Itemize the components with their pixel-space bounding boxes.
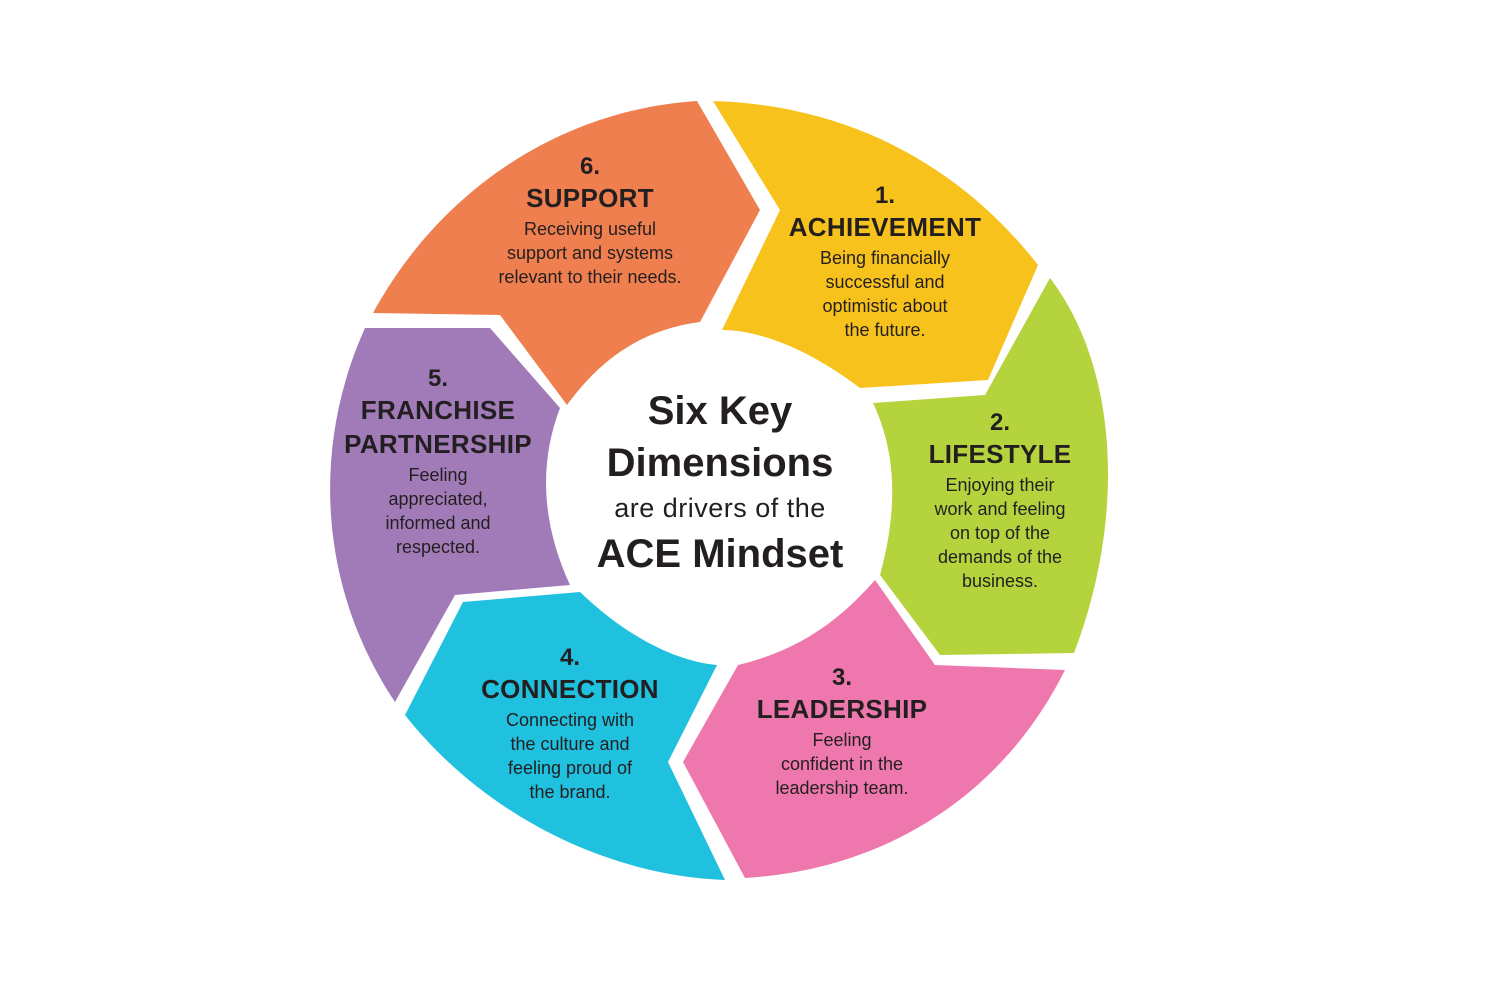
support-segment [373,101,760,405]
leadership-label: 3. LEADERSHIP Feeling confident in the l… [757,664,928,800]
achievement-segment [713,101,1038,388]
achievement-title: ACHIEVEMENT [788,212,982,242]
franchise-partnership-number: 5. [427,365,449,392]
franchise-partnership-label: 5. FRANCHISE PARTNERSHIP Feeling appreci… [344,365,532,559]
leadership-description: Feeling confident in the leadership team… [775,730,909,798]
connection-segment [405,592,725,880]
franchise-partnership-description: Feeling appreciated, informed and respec… [385,465,491,557]
center-line-3: are drivers of the [614,493,826,523]
support-description: Receiving useful support and systems rel… [498,219,682,287]
lifestyle-description: Enjoying their work and feeling on top o… [934,475,1066,591]
connection-label: 4. CONNECTION Connecting with the cultur… [481,644,659,804]
connection-number: 4. [559,644,580,671]
connection-description: Connecting with the culture and feeling … [505,710,635,802]
achievement-description: Being financially successful and optimis… [819,248,951,340]
franchise-partnership-segment [330,328,570,702]
center-line-4: ACE Mindset [596,532,844,576]
support-label: 6. SUPPORT Receiving useful support and … [498,153,681,289]
achievement-label: 1. ACHIEVEMENT Being financially success… [789,182,982,342]
connection-title: CONNECTION [481,674,659,704]
center-line-2: Dimensions [606,441,834,485]
center-title: Six Key Dimensions are drivers of the AC… [560,385,880,581]
lifestyle-number: 2. [989,409,1011,436]
lifestyle-segment [873,278,1109,655]
leadership-segment [683,580,1065,878]
achievement-number: 1. [874,182,896,209]
franchise-partnership-title-line1: FRANCHISE [360,395,516,425]
lifestyle-label: 2. LIFESTYLE Enjoying their work and fee… [929,409,1072,593]
center-line-1: Six Key [647,389,793,433]
leadership-title: LEADERSHIP [756,694,928,724]
support-number: 6. [579,153,600,180]
lifestyle-title: LIFESTYLE [928,439,1072,469]
franchise-partnership-title-line2: PARTNERSHIP [344,429,532,459]
support-title: SUPPORT [526,183,654,213]
leadership-number: 3. [831,664,853,691]
